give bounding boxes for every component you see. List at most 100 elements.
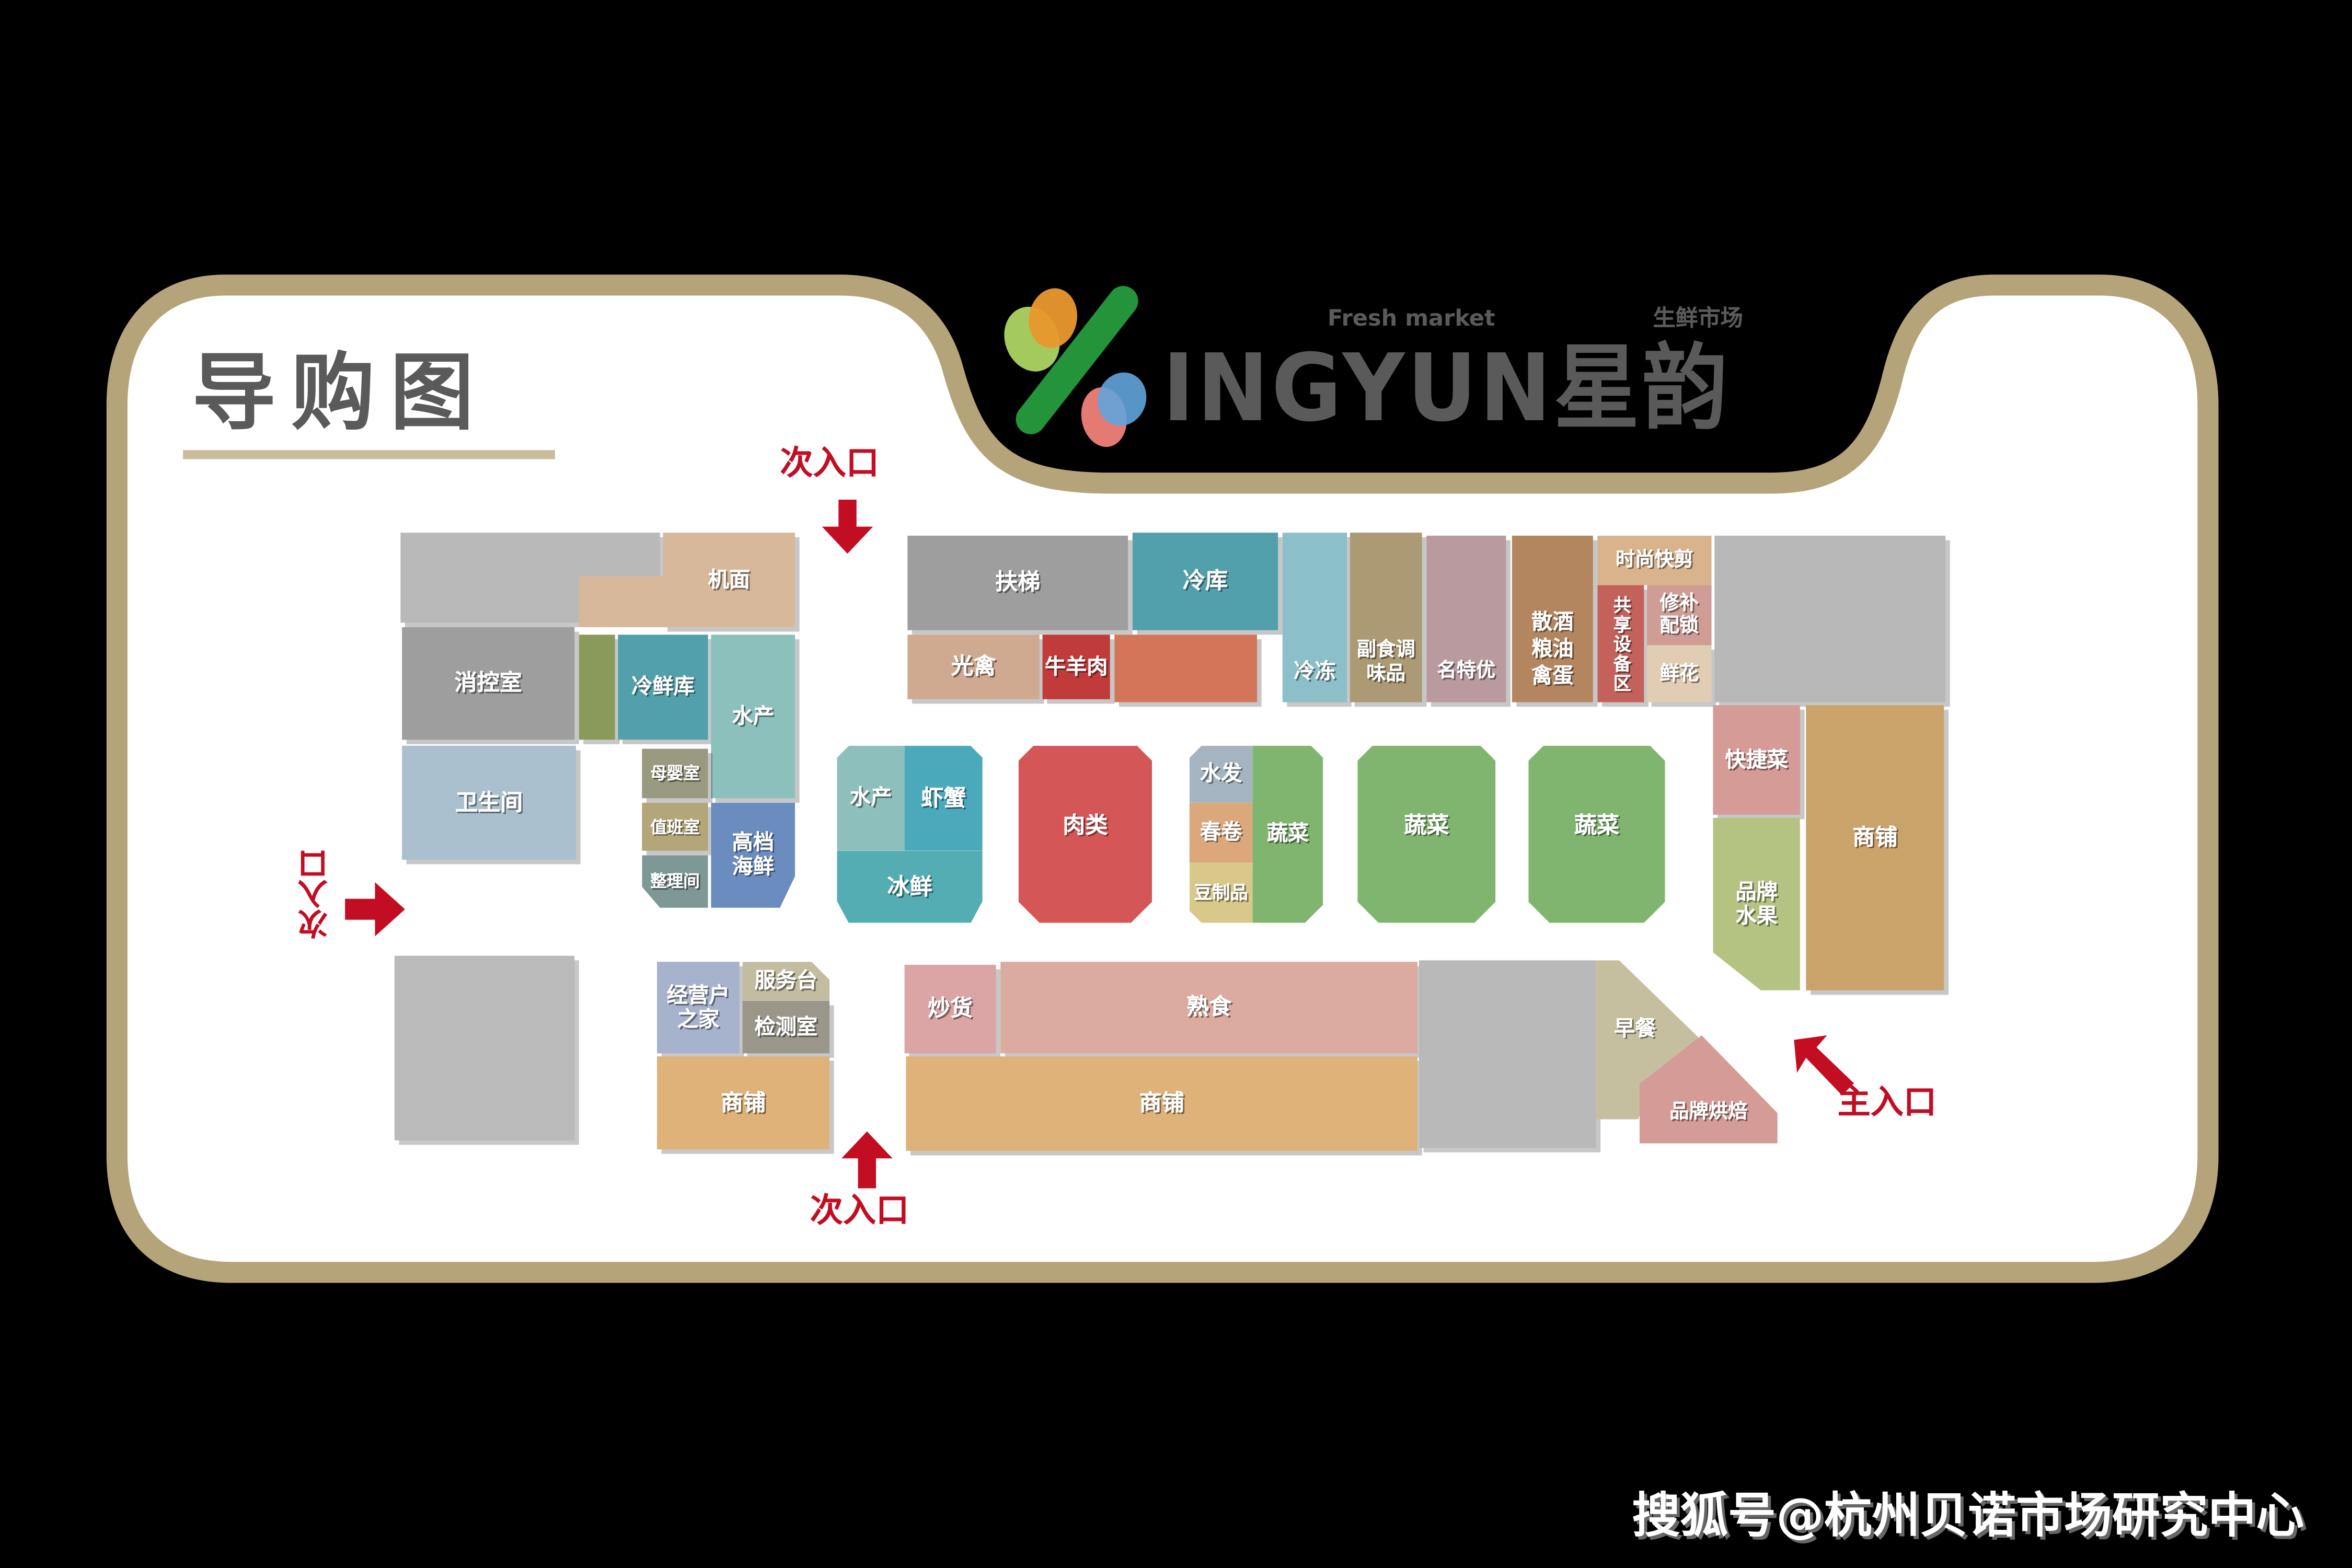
- entrance-bottom-label: 次入口: [810, 1193, 909, 1231]
- zone-bingxian[interactable]: 冰鲜: [837, 850, 983, 923]
- arrow-up-icon: [841, 1131, 893, 1189]
- zone-gaodang-haixian[interactable]: 高档海鲜: [711, 802, 795, 908]
- zone-mingteyou[interactable]: 名特优: [1426, 535, 1506, 702]
- zone-label: 名特优: [1437, 660, 1496, 683]
- watermark: 搜狐号@杭州贝诺市场研究中心: [1632, 1486, 2304, 1544]
- zone-label: 修补配锁: [1659, 592, 1699, 638]
- title-underline: [183, 450, 555, 459]
- zone-label: 散酒粮油禽蛋: [1531, 610, 1574, 689]
- zone-bottom-gray[interactable]: [1419, 960, 1596, 1148]
- zone-guangqin[interactable]: 光禽: [907, 635, 1040, 699]
- zone-label: 春卷: [1200, 821, 1242, 845]
- zone-label: 冰鲜: [887, 872, 932, 900]
- logo-icon: [1004, 286, 1147, 447]
- zone-zhibanshi[interactable]: 值班室: [642, 802, 708, 851]
- zone-jimian[interactable]: 机面: [663, 533, 795, 627]
- zone-label: 值班室: [650, 817, 700, 837]
- zone-shishang-kuaijian[interactable]: 时尚快剪: [1597, 535, 1712, 585]
- zone-label: 冷库: [1182, 567, 1228, 594]
- zone-label: 服务台: [754, 969, 818, 994]
- zone-weishengjian[interactable]: 卫生间: [402, 745, 577, 860]
- zone-lengdong[interactable]: 冷冻: [1282, 533, 1347, 702]
- zone-shucai-3[interactable]: 蔬菜: [1528, 746, 1665, 923]
- zone-label: 商铺: [1139, 1089, 1184, 1116]
- zone-label: 熟食: [1186, 993, 1232, 1021]
- zone-kuaijiecai[interactable]: 快捷菜: [1713, 705, 1800, 815]
- zone-label: 母婴室: [650, 764, 700, 783]
- zone-label: 时尚快剪: [1615, 549, 1694, 572]
- zone-left-bottom-gray[interactable]: [394, 955, 575, 1140]
- zone-label: 卫生间: [455, 788, 523, 816]
- logo-brand-cn: 星韵: [1554, 333, 1731, 443]
- zone-shushi[interactable]: 熟食: [1000, 962, 1418, 1054]
- zone-chunjuan[interactable]: 春卷: [1189, 802, 1253, 863]
- zone-label: 蔬菜: [1266, 822, 1309, 847]
- zone-lengku[interactable]: 冷库: [1132, 533, 1278, 630]
- page-title: 导购图: [192, 345, 489, 443]
- zone-shucai-2[interactable]: 蔬菜: [1357, 746, 1495, 923]
- zone-right-top-gray[interactable]: [1714, 535, 1946, 702]
- zone-label: 水产: [732, 704, 774, 729]
- zone-fushi-tiaoweipin[interactable]: 副食调味品: [1350, 533, 1422, 702]
- zone-muyingshi[interactable]: 母婴室: [642, 748, 708, 799]
- zone-shangpu-bottom-left[interactable]: 商铺: [657, 1056, 830, 1150]
- zone-pinpai-shuiguo[interactable]: 品牌水果: [1713, 817, 1800, 990]
- zone-label: 检测室: [754, 1015, 818, 1040]
- zone-olive-strip[interactable]: [579, 635, 615, 740]
- zone-jianceshi[interactable]: 检测室: [742, 1000, 830, 1054]
- zone-label: 机面: [708, 568, 750, 592]
- zone-shucai-1[interactable]: 蔬菜: [1252, 746, 1323, 923]
- entrance-left-label: 次入口: [297, 849, 333, 940]
- zone-label: 水发: [1200, 762, 1242, 787]
- zone-niuyangrou[interactable]: 牛羊肉: [1042, 635, 1110, 699]
- zone-label: 品牌水果: [1735, 880, 1778, 928]
- zone-zhenglijian[interactable]: 整理间: [642, 855, 708, 908]
- zone-label: 肉类: [1063, 812, 1108, 839]
- arrow-right-icon: [345, 882, 405, 937]
- arrow-down-icon: [822, 499, 873, 554]
- zone-roulei[interactable]: 肉类: [1019, 746, 1152, 923]
- zone-douzhipin[interactable]: 豆制品: [1190, 863, 1253, 923]
- logo-brand-latin: INGYUN: [1162, 333, 1554, 443]
- zone-jingyinghu-zhijia[interactable]: 经营户之家: [657, 962, 740, 1054]
- logo-tagline-en: Fresh market: [1327, 304, 1495, 332]
- zone-label: 鲜花: [1659, 662, 1699, 685]
- zone-label: 豆制品: [1194, 881, 1248, 903]
- entrance-top-label: 次入口: [780, 445, 879, 483]
- zone-sanjiu-liangyou-qindan[interactable]: 散酒粮油禽蛋: [1512, 535, 1593, 702]
- zone-label: 扶梯: [995, 569, 1041, 596]
- logo-tagline-cn: 生鲜市场: [1653, 304, 1743, 332]
- zone-xiubu-peisuo[interactable]: 修补配锁: [1647, 585, 1712, 645]
- zone-fuwutai[interactable]: 服务台: [743, 962, 829, 1001]
- zone-xianhua[interactable]: 鲜花: [1647, 645, 1712, 702]
- zone-label: 冷冻: [1294, 660, 1336, 685]
- zone-jimian-ext: [579, 576, 669, 627]
- zone-label: 商铺: [1852, 824, 1898, 851]
- zone-lengxianku[interactable]: 冷鲜库: [618, 635, 708, 740]
- zone-label: 快捷菜: [1725, 748, 1788, 773]
- zone-label: 副食调味品: [1356, 639, 1415, 686]
- zone-shuifa[interactable]: 水发: [1189, 745, 1253, 803]
- zone-gongxiang-shebeiqu[interactable]: 共享设备区: [1597, 585, 1644, 702]
- zone-shangpu-bottom[interactable]: 商铺: [906, 1056, 1418, 1151]
- zone-label: 商铺: [720, 1088, 766, 1116]
- zone-label: 高档海鲜: [732, 831, 774, 880]
- zone-label: 炒货: [927, 995, 973, 1022]
- zone-xiaokongshi[interactable]: 消控室: [402, 627, 575, 740]
- zone-orange-red[interactable]: [1114, 635, 1257, 702]
- zone-futi[interactable]: 扶梯: [907, 535, 1128, 630]
- zone-shuichan-left[interactable]: 水产: [711, 635, 795, 799]
- zone-chaohuo[interactable]: 炒货: [904, 964, 996, 1054]
- zone-label: 共享设备区: [1611, 595, 1632, 693]
- zone-shangpu-right[interactable]: 商铺: [1806, 705, 1944, 990]
- zone-label: 水产: [849, 786, 892, 811]
- zone-label: 蔬菜: [1574, 812, 1620, 839]
- logo-wordmark: INGYUN星韵: [1162, 338, 1731, 438]
- zone-label: 经营户之家: [666, 983, 730, 1032]
- zone-shuichan-mid[interactable]: 水产: [837, 745, 905, 851]
- zone-label: 虾蟹: [921, 783, 966, 811]
- zone-xiaxie[interactable]: 虾蟹: [905, 746, 983, 851]
- zone-label: 早餐: [1614, 1017, 1656, 1042]
